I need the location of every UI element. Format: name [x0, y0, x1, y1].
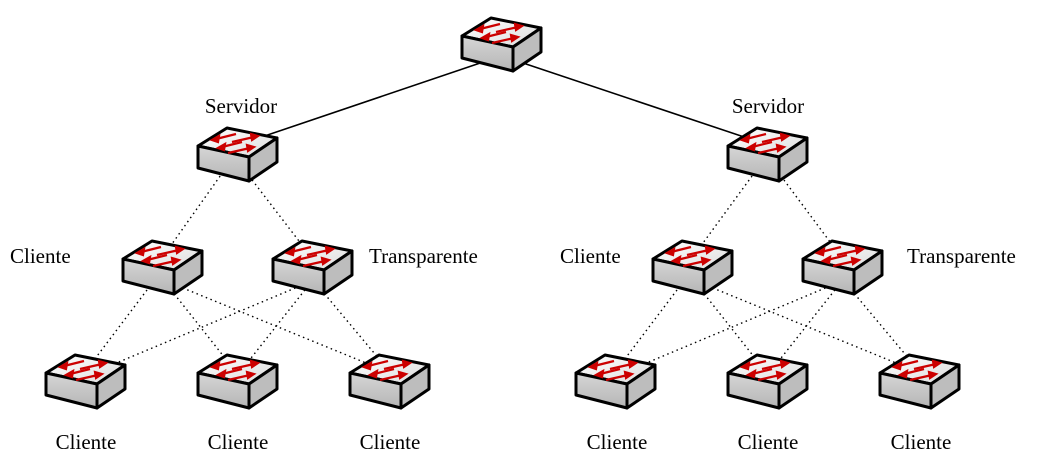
left-leaf-2-switch-icon — [196, 353, 279, 410]
left-leaf-1-label: Cliente — [55, 430, 117, 454]
access-links — [84, 171, 921, 373]
left-leaf-3-switch-icon — [348, 353, 431, 410]
right-leaf-2-switch-icon — [726, 353, 809, 410]
left-server-switch-icon — [196, 126, 279, 183]
right-leaf-3-switch-icon — [878, 353, 961, 410]
left-mid-client-switch-icon — [121, 239, 204, 296]
left-leaf-3-label: Cliente — [359, 430, 421, 454]
trunk-links — [237, 57, 769, 146]
root-switch-icon — [460, 16, 543, 73]
right-leaf-2-label: Cliente — [737, 430, 799, 454]
right-mid-client-switch-icon — [651, 239, 734, 296]
left-server-label: Servidor — [204, 94, 278, 118]
right-leaf-1-switch-icon — [574, 353, 657, 410]
left-mid-transparent-label: Transparente — [369, 244, 478, 268]
left-leaf-2-label: Cliente — [207, 430, 269, 454]
right-server-label: Servidor — [731, 94, 805, 118]
link-root-right-server — [519, 61, 769, 146]
switches — [44, 16, 961, 410]
left-mid-client-label: Cliente — [10, 244, 71, 268]
left-leaf-1-switch-icon — [44, 353, 127, 410]
right-leaf-3-label: Cliente — [890, 430, 952, 454]
right-mid-client-label: Cliente — [560, 244, 621, 268]
right-mid-transparent-switch-icon — [801, 239, 884, 296]
link-root-left-server — [237, 57, 496, 146]
left-mid-transparent-switch-icon — [271, 239, 354, 296]
right-leaf-1-label: Cliente — [586, 430, 648, 454]
right-mid-transparent-label: Transparente — [907, 244, 1016, 268]
